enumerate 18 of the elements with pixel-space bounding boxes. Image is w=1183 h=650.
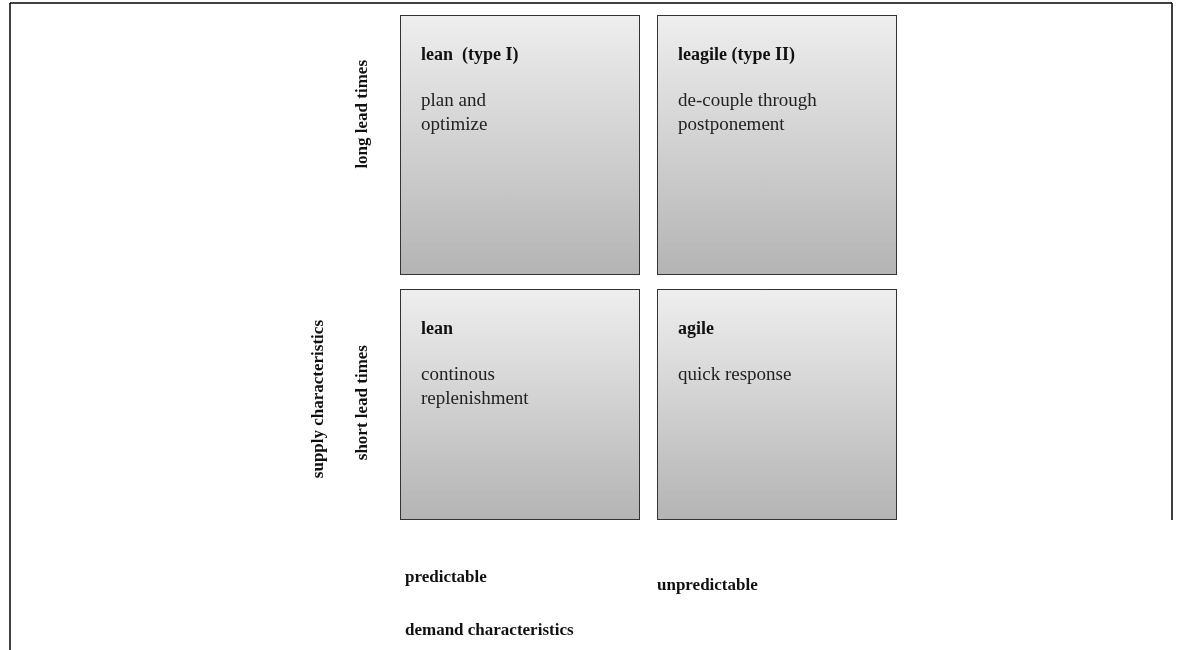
quadrant-description: plan and optimize <box>421 88 489 136</box>
quadrant-box <box>400 15 640 275</box>
axis-label: predictable <box>405 567 487 587</box>
axis-label: unpredictable <box>657 575 758 595</box>
quadrant-heading: agile <box>678 318 714 339</box>
axis-label: long lead times <box>352 60 372 169</box>
quadrant-heading: lean <box>421 318 453 339</box>
quadrant-box <box>657 15 897 275</box>
quadrant-box <box>400 289 640 520</box>
axis-label: short lead times <box>352 345 372 461</box>
quadrant-box <box>657 289 897 520</box>
axis-title: demand characteristics <box>405 620 574 640</box>
quadrant-heading: lean (type I) <box>421 44 519 65</box>
quadrant-description: de-couple through postponement <box>678 88 818 136</box>
quadrant-heading: leagile (type II) <box>678 44 795 65</box>
quadrant-description: continous replenishment <box>421 362 530 410</box>
axis-title: supply characteristics <box>308 320 328 479</box>
quadrant-description: quick response <box>678 362 793 386</box>
